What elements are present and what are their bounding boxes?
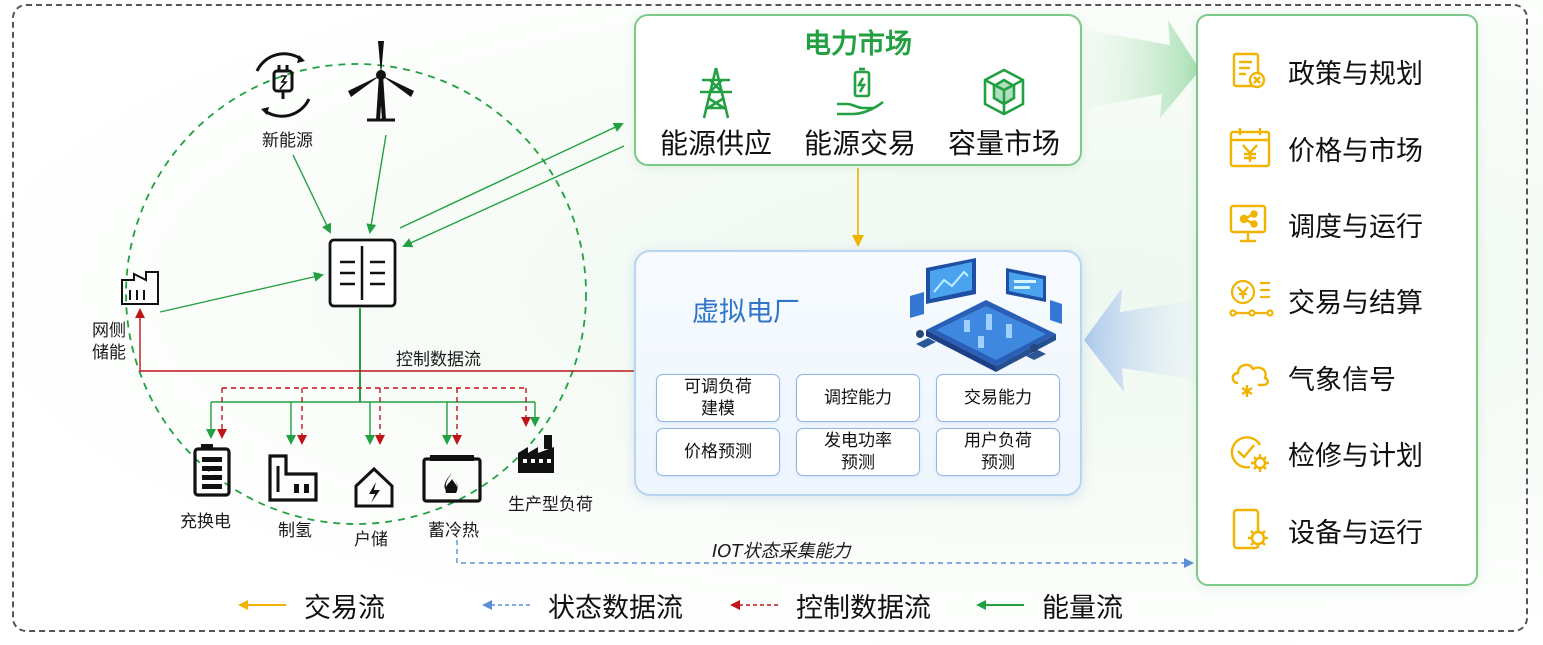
charging-label: 充换电 — [180, 512, 231, 532]
service-item-settlement: 交易与结算 — [1228, 277, 1423, 323]
grid-storage-icon — [121, 271, 159, 305]
service-label: 检修与计划 — [1288, 440, 1423, 472]
cube-stack-icon — [983, 68, 1025, 116]
wind-to-controller-line — [366, 134, 387, 234]
grid-storage-to-controller-line — [159, 271, 324, 313]
policy-document-icon — [1232, 52, 1266, 89]
service-item-policy: 政策与规划 — [1228, 48, 1423, 94]
market-item-label: 能源供应 — [659, 127, 772, 160]
settlement-icon — [1229, 279, 1274, 317]
power-market-panel: 电力市场 能源供应 — [634, 14, 1082, 166]
service-item-maintenance: 检修与计划 — [1228, 430, 1423, 476]
service-label: 设备与运行 — [1288, 517, 1423, 549]
controller-to-market-line — [399, 122, 624, 229]
legend-energy-arrow — [976, 600, 1024, 610]
charging-battery-icon — [193, 444, 231, 497]
legend-label: 控制数据流 — [796, 592, 931, 624]
service-label: 气象信号 — [1288, 364, 1396, 396]
household-storage-label: 户储 — [354, 530, 388, 550]
capability-user-load-forecast: 用户负荷 预测 — [936, 428, 1060, 476]
thermal-storage-icon — [422, 455, 482, 503]
gear-check-icon — [1230, 436, 1269, 472]
service-label: 政策与规划 — [1288, 58, 1423, 90]
market-to-services-arrow — [1086, 20, 1200, 118]
legend-status-arrow — [482, 600, 530, 610]
thermal-storage-label: 蓄冷热 — [428, 521, 479, 541]
market-item-label: 能源交易 — [803, 127, 916, 160]
calendar-price-icon — [1229, 128, 1271, 168]
service-item-price-market: 价格与市场 — [1228, 125, 1423, 171]
capability-label: 调控能力 — [824, 388, 892, 408]
market-item-capacity-market: 容量市场 — [934, 66, 1074, 162]
capability-label: 交易能力 — [964, 388, 1032, 408]
hydrogen-label: 制氢 — [278, 521, 312, 541]
vpp-platform-illustration-icon — [910, 258, 1062, 372]
legend-label: 能量流 — [1042, 592, 1123, 624]
market-title: 电力市场 — [804, 29, 912, 60]
virtual-power-plant-panel: 虚拟电厂 — [634, 250, 1082, 496]
vpp-title: 虚拟电厂 — [692, 297, 800, 328]
control-flow-label: 控制数据流 — [396, 350, 481, 370]
market-item-label: 容量市场 — [947, 127, 1060, 160]
capability-price-forecast: 价格预测 — [656, 428, 780, 476]
weather-cloud-icon — [1231, 363, 1270, 397]
legend-energy-flow: 能量流 — [976, 585, 1123, 625]
controller-cabinet-icon — [328, 238, 397, 308]
market-item-energy-supply: 能源供应 — [646, 66, 786, 162]
service-item-equipment: 设备与运行 — [1228, 507, 1423, 553]
capability-label: 用户负荷 预测 — [964, 431, 1032, 473]
capability-label: 可调负荷 建模 — [684, 377, 752, 419]
capability-label: 发电功率 预测 — [824, 431, 892, 473]
service-item-weather: 气象信号 — [1228, 354, 1396, 400]
device-gear-icon — [1232, 508, 1268, 550]
capability-trading: 交易能力 — [936, 374, 1060, 422]
capability-adjustable-load-modeling: 可调负荷 建模 — [656, 374, 780, 422]
newenergy-to-controller-line — [292, 154, 332, 234]
legend-label: 交易流 — [304, 592, 385, 624]
hydrogen-factory-icon — [268, 454, 318, 502]
legend-label: 状态数据流 — [548, 592, 683, 624]
household-house-icon — [354, 466, 394, 508]
legend-trade-flow: 交易流 — [238, 585, 385, 625]
iot-flow-label: IOT状态采集能力 — [712, 541, 851, 562]
service-label: 交易与结算 — [1288, 287, 1423, 319]
outer-dashed-frame — [12, 4, 1528, 632]
iot-status-line — [456, 540, 1194, 568]
service-label: 价格与市场 — [1288, 135, 1423, 167]
legend-control-arrow — [730, 600, 778, 610]
legend-status-flow: 状态数据流 — [482, 585, 683, 625]
vpp-boundary-circle — [125, 63, 587, 525]
industrial-factory-icon — [518, 435, 554, 473]
control-line-vpp-to-grid — [135, 308, 634, 372]
transmission-tower-icon — [700, 67, 732, 119]
capability-generation-forecast: 发电功率 预测 — [796, 428, 920, 476]
hand-battery-icon — [837, 67, 884, 116]
industrial-load-label: 生产型负荷 — [508, 495, 593, 515]
legend-control-flow: 控制数据流 — [730, 585, 931, 625]
service-item-dispatch: 调度与运行 — [1228, 201, 1423, 247]
wind-turbine-icon — [348, 41, 414, 122]
market-item-energy-trading: 能源交易 — [790, 66, 930, 162]
grid-storage-label: 网侧 储能 — [92, 321, 126, 363]
new-energy-label: 新能源 — [262, 131, 313, 151]
capability-regulation: 调控能力 — [796, 374, 920, 422]
service-label: 调度与运行 — [1288, 211, 1423, 243]
legend-trade-arrow — [238, 600, 286, 610]
services-panel: 政策与规划 价格与市场 调度与运行 交易与结算 气象信号 检修与计划 设备与运行 — [1196, 14, 1478, 586]
market-to-controller-line — [402, 145, 625, 248]
services-to-vpp-arrow — [1084, 288, 1196, 392]
new-energy-plug-icon — [255, 52, 311, 118]
capability-label: 价格预测 — [684, 442, 752, 462]
monitor-dispatch-icon — [1229, 204, 1267, 243]
